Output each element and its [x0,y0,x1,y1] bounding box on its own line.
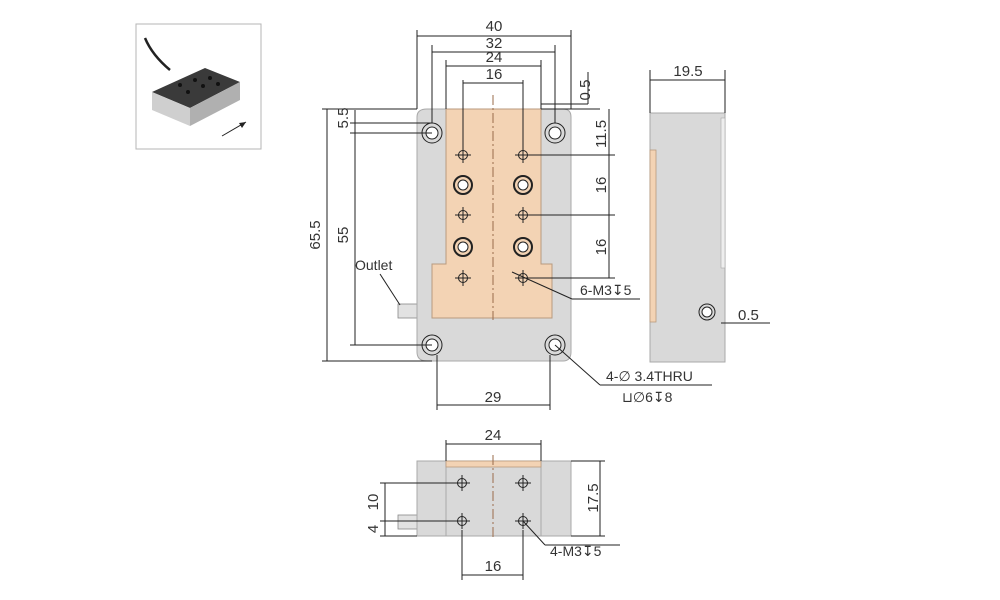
dim-height-55: 55 [335,227,352,244]
arrow-icon [221,121,247,137]
dim-offset-05: 0.5 [577,80,594,101]
dim-bottom-width-24: 24 [485,427,502,444]
side-hole [698,303,716,321]
dim-bottom-width-16: 16 [485,558,502,575]
dim-offset-55: 5.5 [335,108,352,129]
bottom-dimensions [380,440,620,580]
side-dimensions [649,70,770,324]
dim-pitch-115: 11.5 [593,120,610,148]
dimension-lines-left [322,108,432,362]
dimension-lines-bottom [436,355,551,410]
counterbore-hole [453,237,473,257]
callout-leaders [511,271,712,386]
product-photo [135,23,262,150]
side-body [649,112,726,363]
dim-pitch-16a: 16 [593,177,610,194]
tap-note-bottom: 4-M3↧5 [550,543,602,559]
dim-width-40: 40 [486,18,503,35]
dimension-lines-right [523,109,615,279]
outlet-label: Outlet [355,257,392,273]
counterbore-hole [513,237,533,257]
outlet-connector [397,303,418,319]
dim-height-655: 65.5 [307,220,324,249]
bottom-view: 24 16 10 4 17.5 4-M3↧5 [365,427,620,580]
dim-width-16: 16 [486,66,503,83]
tapped-hole [455,270,471,286]
device-photo-icon [143,37,240,126]
bottom-tapped-hole [515,475,531,491]
counterbore-hole [453,175,473,195]
dim-bottom-height-4: 4 [365,525,382,533]
dim-bottom-height-175: 17.5 [585,483,602,512]
side-view: 19.5 0.5 [649,63,770,363]
bottom-outlet [397,514,418,530]
hole-note-2: ⊔∅6↧8 [622,389,673,405]
dim-pitch-16b: 16 [593,239,610,256]
top-view: 40 32 24 16 0.5 65.5 55 5.5 11.5 16 16 [307,18,712,410]
mounting-hole [544,122,566,144]
counterbore-hole [513,175,533,195]
stage-plate [431,108,553,319]
hole-note-1: 4-∅ 3.4THRU [606,368,693,384]
side-stage [649,149,657,323]
dim-side-offset-05: 0.5 [738,307,759,324]
tapped-hole [455,207,471,223]
tap-note-top: 6-M3↧5 [580,282,632,298]
dim-bottom-height-10: 10 [365,494,382,511]
dim-width-195: 19.5 [673,63,702,80]
tapped-hole [455,147,471,163]
dim-width-32: 32 [486,35,503,52]
dim-width-29: 29 [485,389,502,406]
dimension-lines-top [416,30,600,150]
dim-width-24: 24 [486,49,503,66]
